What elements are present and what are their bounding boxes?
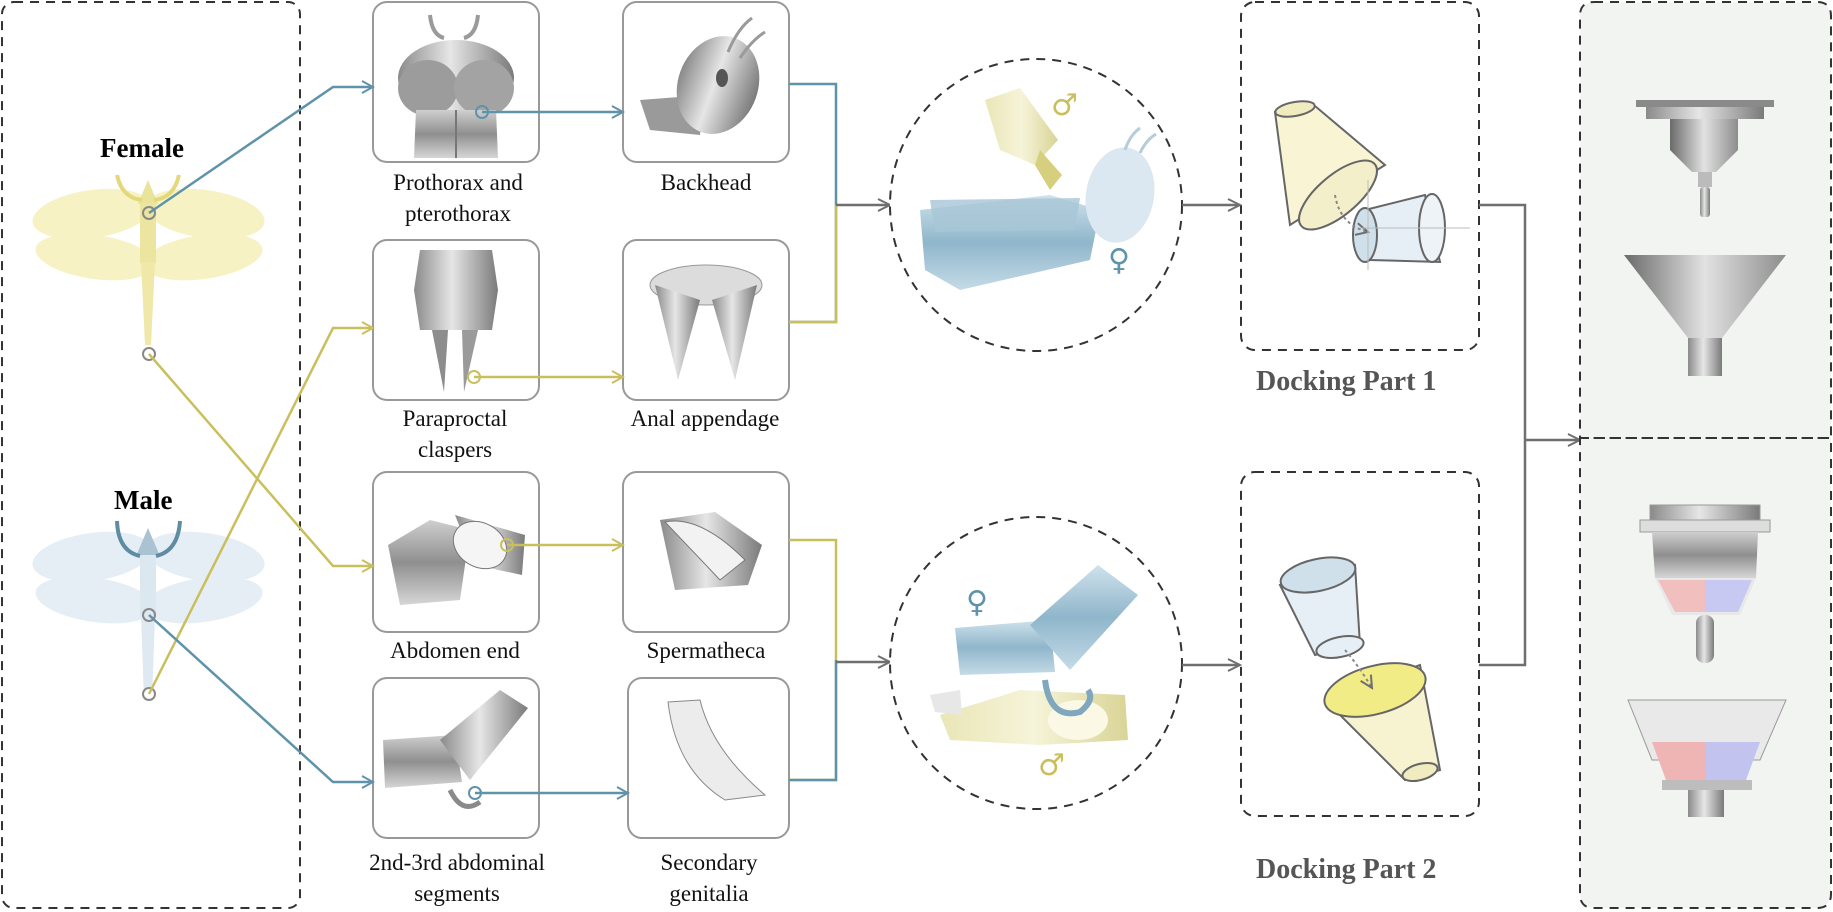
assembly-circle-2 xyxy=(889,516,1183,810)
docking-connectors xyxy=(1182,198,1583,672)
part-box-abdomen-end xyxy=(372,471,540,633)
label-secondary: Secondary genitalia xyxy=(660,850,758,906)
female-label: Female xyxy=(100,133,184,163)
male-symbol-1: ♂ xyxy=(1051,88,1078,123)
label-paraproctal: Paraproctal claspers xyxy=(402,406,508,462)
docking-cones-1 xyxy=(1273,100,1470,270)
label-spermatheca: Spermatheca xyxy=(646,638,766,663)
label-prothorax: Prothorax and pterothorax xyxy=(393,170,523,226)
label-abdomen-end: Abdomen end xyxy=(390,638,520,663)
label-docking-part-1: Docking Part 1 xyxy=(1256,366,1437,397)
label-segments: 2nd-3rd abdominal segments xyxy=(369,850,545,906)
female-dragonfly xyxy=(32,174,265,361)
docking-cones-2 xyxy=(1278,556,1442,783)
product-funnel xyxy=(1624,255,1786,376)
part-box-backhead xyxy=(622,1,790,163)
part-box-anal xyxy=(622,239,790,401)
female-symbol-1: ♀ xyxy=(1108,243,1130,278)
label-anal: Anal appendage xyxy=(630,406,780,431)
part-box-segments xyxy=(372,677,540,839)
product-funnel-device xyxy=(1627,699,1787,817)
male-label: Male xyxy=(114,485,173,515)
connector-lines xyxy=(147,84,893,793)
part-box-prothorax xyxy=(372,1,540,163)
female-symbol-2: ♀ xyxy=(966,585,988,620)
part-box-secondary xyxy=(627,677,790,839)
insects-panel xyxy=(1,1,301,909)
label-docking-part-2: Docking Part 2 xyxy=(1256,854,1437,885)
male-dragonfly xyxy=(32,520,265,701)
label-backhead: Backhead xyxy=(660,170,752,195)
part-box-paraproctal xyxy=(372,239,540,401)
docking-panel-1 xyxy=(1240,1,1480,351)
part-box-spermatheca xyxy=(622,471,790,633)
product-panel xyxy=(1579,1,1832,909)
assembly-circle-1 xyxy=(889,58,1183,352)
product-nozzle xyxy=(1636,100,1774,217)
male-symbol-2: ♂ xyxy=(1038,748,1065,783)
docking-panel-2 xyxy=(1240,471,1480,817)
product-sensor-device xyxy=(1639,504,1771,663)
